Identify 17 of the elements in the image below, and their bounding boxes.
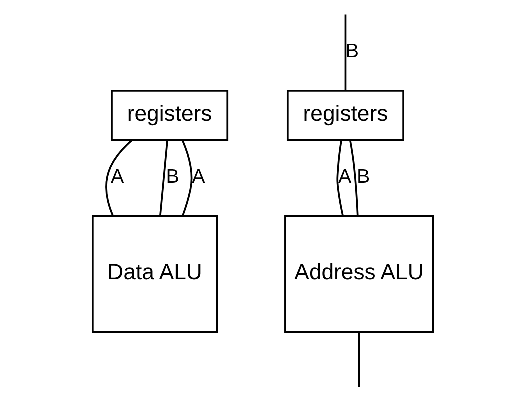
connector	[358, 332, 360, 388]
edge-label: A	[192, 166, 205, 188]
connector	[181, 140, 192, 217]
edge-label: A	[338, 166, 352, 188]
node-box: registers	[286, 90, 404, 142]
node-box: registers	[110, 90, 228, 142]
node-box: Address ALU	[284, 215, 434, 333]
edge-label: B	[345, 40, 359, 62]
edge-label: B	[166, 166, 179, 188]
connector	[158, 140, 168, 216]
connector	[336, 140, 344, 216]
connector	[348, 140, 358, 216]
edge-label: B	[356, 166, 370, 188]
edge-label: A	[110, 166, 124, 188]
node-box: Data ALU	[92, 215, 218, 333]
connector	[105, 140, 132, 216]
connector	[344, 14, 346, 91]
